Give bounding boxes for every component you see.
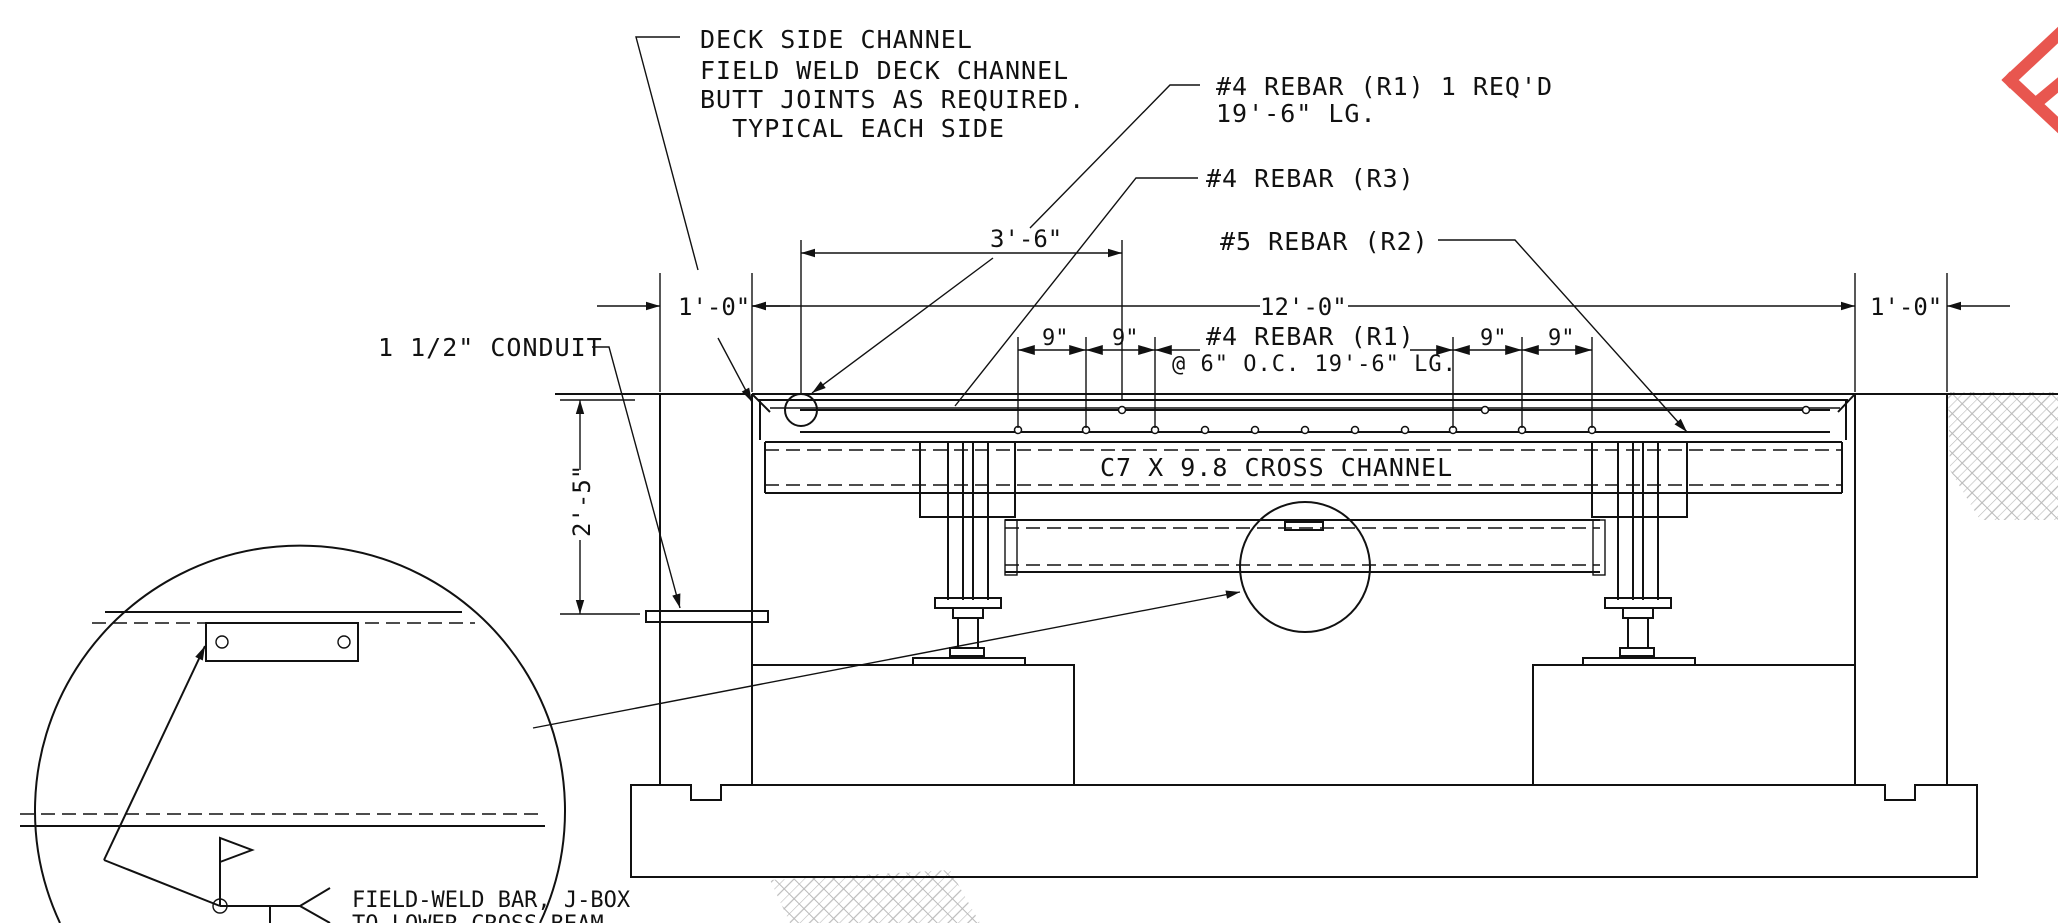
dimension-row-12-0: 1'-0" 12'-0" 1'-0" bbox=[597, 273, 2010, 392]
note-conduit: 1 1/2" CONDUIT bbox=[378, 333, 603, 362]
dim-1-0-left-text: 1'-0" bbox=[678, 293, 750, 321]
girder-right bbox=[1582, 441, 1696, 666]
lower-cross-beam bbox=[1005, 519, 1600, 573]
leader-r1-top bbox=[1029, 84, 1200, 229]
leader-deck-side-channel-arrow bbox=[717, 337, 753, 403]
dim-2-5-text: 2'-5" bbox=[568, 465, 596, 537]
dim-9-a: 9" bbox=[1042, 326, 1069, 351]
deck-channel bbox=[751, 393, 1856, 440]
dim-9-b: 9" bbox=[1112, 326, 1139, 351]
soil-hatch-bottom bbox=[770, 870, 980, 923]
dim-9-c: 9" bbox=[1480, 326, 1507, 351]
leader-conduit bbox=[592, 346, 681, 609]
dim-9-d: 9" bbox=[1548, 326, 1575, 351]
dim-3-6-text: 3'-6" bbox=[990, 225, 1062, 253]
pedestal-right bbox=[1532, 664, 1856, 786]
footing bbox=[630, 784, 1978, 878]
detail-enlarged bbox=[20, 544, 566, 923]
note-rebar-r3: #4 REBAR (R3) bbox=[1206, 164, 1415, 193]
soil-hatch-right bbox=[1948, 392, 2058, 520]
note-rebar-r1-top: #4 REBAR (R1) 1 REQ'D 19'-6" LG. bbox=[1216, 72, 1569, 128]
girder-left bbox=[912, 441, 1026, 666]
dimension-9-spacings: 9" 9" 9" 9" bbox=[1017, 326, 1593, 428]
leader-r1-top-arrow bbox=[811, 257, 994, 394]
pedestal-left bbox=[751, 664, 1075, 786]
dimension-2-5: 2'-5" bbox=[560, 399, 640, 615]
note-rebar-r2: #5 REBAR (R2) bbox=[1220, 227, 1429, 256]
dim-12-0-text: 12'-0" bbox=[1260, 293, 1347, 321]
conduit bbox=[645, 610, 769, 623]
dim-1-0-right-text: 1'-0" bbox=[1870, 293, 1942, 321]
abutment-left bbox=[659, 394, 753, 785]
leader-deck-side-channel bbox=[635, 36, 699, 271]
leader-r2 bbox=[1438, 239, 1688, 433]
detail-leader bbox=[532, 590, 1241, 729]
stamp-mark bbox=[2001, 26, 2058, 134]
note-field-weld: FIELD-WELD BAR, J-BOX TO LOWER CROSS BEA… bbox=[352, 888, 643, 923]
detail-callout-circle bbox=[1239, 501, 1371, 633]
note-cross-channel: C7 X 9.8 CROSS CHANNEL bbox=[1100, 453, 1453, 482]
note-deck-side-channel: DECK SIDE CHANNEL FIELD WELD DECK CHANNE… bbox=[700, 25, 1101, 143]
dimension-3-6: 3'-6" bbox=[800, 225, 1123, 400]
note-rebar-r1-mid: #4 REBAR (R1) @ 6" O.C. 19'-6" LG. bbox=[1172, 322, 1457, 377]
leader-r3 bbox=[954, 177, 1198, 407]
abutment-right bbox=[1854, 394, 1948, 785]
